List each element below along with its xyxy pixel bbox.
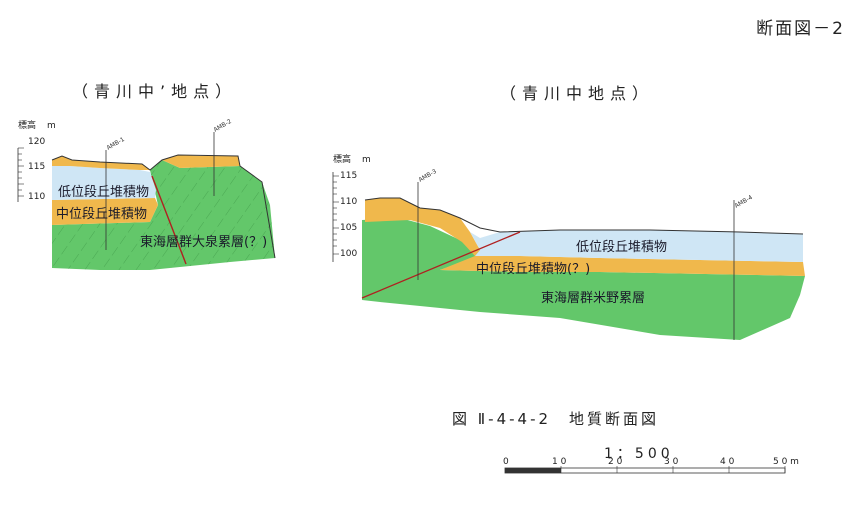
scale-tick-30: 3 0 [664, 457, 679, 467]
borehole-amb4-label: AMB-4 [734, 194, 754, 210]
scale-tick-50: 5 0 m [773, 457, 799, 467]
left-ground-surface [51, 154, 276, 259]
right-fault [361, 231, 521, 299]
left-basement-hatch [52, 205, 275, 270]
left-uplift-hatch [150, 160, 270, 205]
borehole-amb3-label: AMB-3 [418, 168, 438, 184]
sheet-id: 断面図－2 [756, 19, 845, 39]
right-tick-100: 100 [340, 249, 357, 259]
scale-bar-divisions [560, 466, 786, 473]
right-lower-terrace-layer [470, 230, 803, 262]
left-middle-terrace-layer [52, 198, 158, 225]
right-tick-115: 115 [340, 171, 357, 181]
right-middle-terrace-layer [440, 256, 805, 276]
scale-tick-0: 0 [503, 457, 509, 467]
right-axis-label: 標高 [333, 153, 351, 165]
right-left-terrace-mound [365, 198, 480, 256]
left-top-cap-right [162, 155, 240, 168]
figure-caption: 図 Ⅱ-4-4-2 地質断面図 [452, 410, 660, 428]
scale-tick-10: 1 0 [552, 457, 567, 467]
right-ground-surface [364, 197, 804, 235]
right-section-title: （青川中地点） [500, 84, 655, 103]
left-axis-unit: m [47, 121, 56, 131]
left-section-title: （青川中’地点） [72, 82, 238, 101]
left-tick-115: 115 [28, 162, 45, 172]
left-middle-terrace-label: 中位段丘堆積物 [56, 207, 147, 222]
right-section: AMB-3 AMB-4 低位段丘堆積物 中位段丘堆積物(？) 東海層群米野累層 … [332, 153, 805, 340]
left-axis-label: 標高 [18, 119, 36, 131]
left-section: AMB-1 AMB-2 低位段丘堆積物 中位段丘堆積物 東海層群大泉累層(？) … [17, 118, 276, 270]
scale-tick-20: 2 0 [608, 457, 623, 467]
scale-bar: 0 1 0 2 0 3 0 4 0 5 0 m [503, 457, 799, 474]
right-axis-ticks [333, 175, 339, 255]
right-lower-terrace-label: 低位段丘堆積物 [576, 240, 667, 255]
left-lower-terrace-layer [52, 166, 156, 200]
scale-ratio: 1：500 [604, 446, 674, 462]
scale-tick-40: 4 0 [720, 457, 735, 467]
borehole-amb1-label: AMB-1 [106, 136, 126, 152]
left-basement-label: 東海層群大泉累層(？) [140, 234, 267, 250]
left-top-cap-left [52, 156, 150, 170]
left-fault [151, 175, 187, 265]
scale-bar-black-segment [505, 468, 561, 473]
left-tick-120: 120 [28, 137, 45, 147]
left-axis-ticks [18, 147, 24, 197]
right-axis-unit: m [362, 155, 371, 165]
borehole-amb2-label: AMB-2 [213, 118, 233, 134]
left-lower-terrace-label: 低位段丘堆積物 [58, 185, 149, 200]
right-tick-105: 105 [340, 223, 357, 233]
right-tick-110: 110 [340, 197, 357, 207]
right-middle-terrace-label: 中位段丘堆積物(？) [476, 262, 590, 277]
right-basement-label: 東海層群米野累層 [541, 290, 645, 306]
left-tick-110: 110 [28, 192, 45, 202]
